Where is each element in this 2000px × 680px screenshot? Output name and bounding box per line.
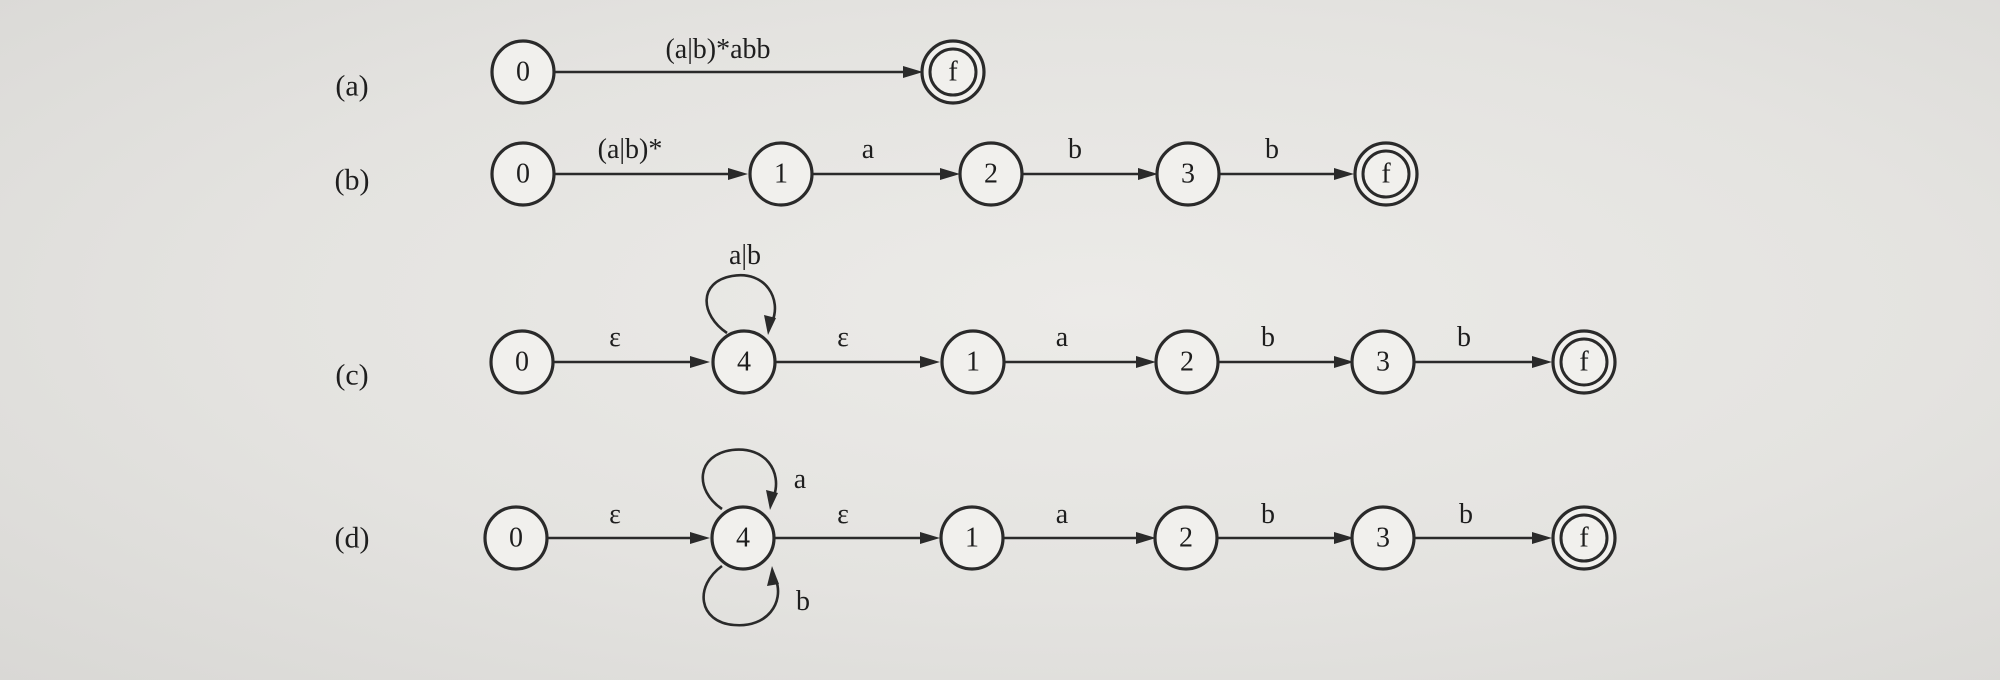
edge-label-3-f: b	[1457, 322, 1471, 353]
arrowhead	[1532, 356, 1552, 368]
edge-label-4-1: ε	[837, 322, 849, 353]
state-label: 0	[515, 347, 529, 378]
state-2	[958, 141, 1024, 207]
arrowhead	[940, 168, 960, 180]
state-1	[748, 141, 814, 207]
row-d: ε a b ε a b b 0 4 1 2 3 f	[483, 448, 1617, 627]
row-b: (a|b)* a b b 0 1 2 3 f	[490, 134, 1419, 207]
arrowhead	[1136, 532, 1156, 544]
state-label: 3	[1376, 523, 1390, 554]
state-3	[1350, 329, 1416, 395]
state-label: 0	[509, 523, 523, 554]
state-1	[939, 505, 1005, 571]
edge-label-1-2: a	[1056, 322, 1069, 353]
state-label: 4	[737, 347, 751, 378]
accepting-ring	[1559, 513, 1609, 563]
state-2	[1154, 329, 1220, 395]
state-3	[1350, 505, 1416, 571]
arrowhead	[728, 168, 748, 180]
state-label: 2	[1180, 347, 1194, 378]
state-label: 3	[1181, 159, 1195, 190]
arrowhead	[920, 532, 940, 544]
arrowhead	[1532, 532, 1552, 544]
state-label: 4	[736, 523, 750, 554]
edge-label-3-f: b	[1459, 499, 1473, 530]
edge-label-1-2: a	[862, 134, 875, 165]
arrowhead	[764, 315, 776, 335]
edge-label-4-1: ε	[837, 499, 849, 530]
edge-label-1-2: a	[1056, 499, 1069, 530]
edge-label-2-3: b	[1261, 499, 1275, 530]
state-0	[490, 39, 556, 105]
state-0	[489, 329, 555, 395]
edge-label-0-f: (a|b)*abb	[665, 34, 770, 65]
arrowhead	[767, 566, 779, 586]
edge-label-4-loop-a: a	[794, 464, 807, 495]
arrowhead	[1334, 168, 1354, 180]
accepting-ring	[1559, 337, 1609, 387]
edge-label-4-loop: a|b	[729, 240, 761, 271]
edge-label-0-1: (a|b)*	[598, 134, 663, 165]
row-label-b: (b)	[335, 164, 370, 197]
edge-label-0-4: ε	[609, 499, 621, 530]
arrowhead	[903, 66, 923, 78]
arrowhead	[1334, 356, 1354, 368]
row-c: ε a|b ε a b b 0 4 1 2 3 f	[489, 240, 1617, 395]
state-label: f	[1579, 347, 1589, 378]
accepting-ring	[928, 47, 978, 97]
arrowhead	[1138, 168, 1158, 180]
row-label-c: (c)	[335, 359, 368, 392]
arrowhead	[690, 356, 710, 368]
state-label: 1	[966, 347, 980, 378]
state-0	[483, 505, 549, 571]
edge-label-0-4: ε	[609, 322, 621, 353]
state-3	[1155, 141, 1221, 207]
edge-label-2-3: b	[1068, 134, 1082, 165]
state-label: f	[1579, 523, 1589, 554]
self-loop-4	[705, 273, 777, 335]
state-1	[940, 329, 1006, 395]
row-a: (a|b)*abb 0 f	[490, 34, 986, 105]
state-label: f	[1381, 159, 1391, 190]
state-label: f	[948, 57, 958, 88]
state-label: 1	[965, 523, 979, 554]
edge-label-2-3: b	[1261, 322, 1275, 353]
self-loop-4-a	[701, 448, 778, 511]
state-label: 0	[516, 159, 530, 190]
state-label: 1	[774, 159, 788, 190]
row-label-a: (a)	[335, 70, 368, 103]
arrowhead	[1334, 532, 1354, 544]
state-0	[490, 141, 556, 207]
state-label: 2	[984, 159, 998, 190]
state-2	[1153, 505, 1219, 571]
state-4	[711, 329, 777, 395]
accepting-ring	[1361, 149, 1411, 199]
edge-label-3-f: b	[1265, 134, 1279, 165]
edge-label-4-loop-b: b	[796, 586, 810, 617]
state-label: 2	[1179, 523, 1193, 554]
row-label-d: (d)	[335, 522, 370, 555]
state-label: 0	[516, 57, 530, 88]
arrowhead	[690, 532, 710, 544]
arrowhead	[920, 356, 940, 368]
arrowhead	[1136, 356, 1156, 368]
state-label: 3	[1376, 347, 1390, 378]
self-loop-4-b	[702, 564, 780, 627]
arrowhead	[766, 490, 778, 510]
state-4	[710, 505, 776, 571]
